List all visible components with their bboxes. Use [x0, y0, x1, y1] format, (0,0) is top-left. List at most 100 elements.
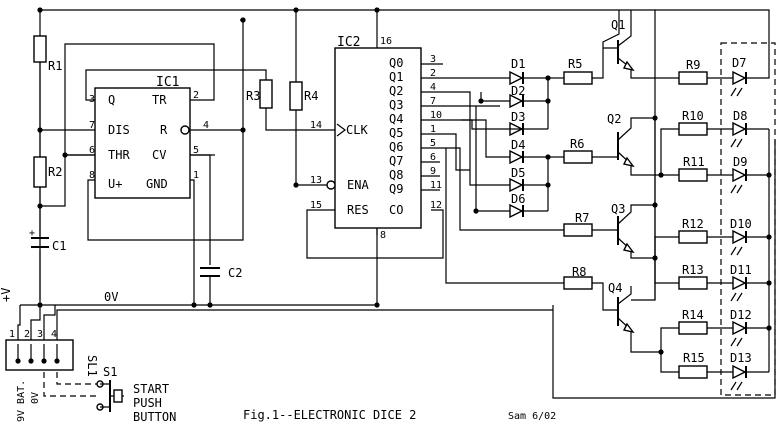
connector-sl1: 1 2 3 4 — [5, 305, 553, 371]
r5-label: R5 — [568, 57, 582, 71]
diode-d4 — [500, 149, 548, 165]
resistor-r4 — [289, 81, 303, 111]
svg-text:CO: CO — [389, 203, 403, 217]
d5-label: D5 — [511, 166, 525, 180]
r1-label: R1 — [48, 59, 62, 73]
led-d11 — [730, 275, 769, 302]
rail-label-ground: 0V — [104, 290, 118, 304]
r10-label: R10 — [682, 109, 704, 123]
ic1-label: IC1 — [156, 75, 179, 90]
switch-caption-1: START — [133, 382, 169, 396]
resistor-r12 — [678, 230, 708, 244]
r7-label: R7 — [575, 211, 589, 225]
resistor-r13 — [678, 276, 708, 290]
svg-text:12: 12 — [430, 200, 442, 211]
resistor-r6 — [563, 150, 593, 164]
d2-label: D2 — [511, 84, 525, 98]
r15-label: R15 — [683, 351, 705, 365]
svg-text:4: 4 — [51, 329, 57, 340]
svg-text:7: 7 — [89, 120, 95, 131]
transistor-q2 — [592, 117, 679, 178]
diode-d2 — [500, 93, 548, 109]
switch-caption-2: PUSH — [133, 396, 162, 410]
svg-text:6: 6 — [430, 152, 436, 163]
q2-label: Q2 — [607, 112, 621, 126]
svg-text:3: 3 — [430, 54, 436, 65]
figure-caption: Fig.1--ELECTRONIC DICE 2 — [243, 408, 416, 422]
resistor-r11 — [678, 168, 708, 182]
d9-label: D9 — [733, 155, 747, 169]
resistor-r2 — [33, 156, 47, 188]
d12-label: D12 — [730, 308, 752, 322]
d1-label: D1 — [511, 57, 525, 71]
diode-d6 — [500, 203, 548, 219]
svg-text:Q7: Q7 — [389, 154, 403, 168]
svg-text:2: 2 — [430, 68, 436, 79]
r2-label: R2 — [48, 165, 62, 179]
resistor-r9 — [678, 71, 708, 85]
svg-text:Q8: Q8 — [389, 168, 403, 182]
resistor-r7 — [563, 223, 593, 237]
c1-label: C1 — [52, 239, 66, 253]
d13-label: D13 — [730, 351, 752, 365]
r11-label: R11 — [683, 155, 705, 169]
svg-text:1: 1 — [430, 124, 436, 135]
resistor-r5 — [563, 71, 593, 85]
svg-text:ENA: ENA — [347, 178, 369, 192]
ic2-output-wires — [421, 63, 564, 284]
switch-s1 — [43, 372, 124, 412]
svg-text:+: + — [29, 228, 35, 239]
r3-label: R3 — [246, 89, 260, 103]
svg-text:5: 5 — [193, 145, 199, 156]
ic2-counter: IC2 16 8 CLK ENA RES 14 13 15 Q0 Q1 Q2 Q… — [310, 7, 442, 241]
diode-d5 — [500, 177, 548, 193]
d3-label: D3 — [511, 110, 525, 124]
svg-text:5: 5 — [430, 138, 436, 149]
svg-text:CLK: CLK — [346, 123, 368, 137]
svg-text:Q3: Q3 — [389, 98, 403, 112]
svg-text:1: 1 — [9, 329, 15, 340]
battery-label: 9V BAT. — [16, 380, 27, 422]
led-d9 — [730, 167, 769, 194]
battery-ground-label: 0V — [30, 392, 41, 404]
capacitor-c1: + — [29, 228, 49, 248]
ic1-pin-q: Q — [108, 93, 115, 107]
svg-text:11: 11 — [430, 180, 442, 191]
rail-label-positive: +V — [0, 288, 13, 302]
s1-label: S1 — [103, 365, 117, 379]
ic1-pin-gnd: GND — [146, 177, 168, 191]
svg-text:8: 8 — [89, 170, 95, 181]
ic1-timer: IC1 Q DIS THR U+ TR R CV GND 3 7 6 8 2 4… — [89, 75, 209, 199]
r14-label: R14 — [682, 308, 704, 322]
svg-text:2: 2 — [193, 90, 199, 101]
ic1-pin-r: R — [160, 123, 168, 137]
d10-label: D10 — [730, 217, 752, 231]
r8-label: R8 — [572, 265, 586, 279]
ic1-pin-cv: CV — [152, 148, 166, 162]
svg-text:1: 1 — [193, 170, 199, 181]
svg-text:Q9: Q9 — [389, 182, 403, 196]
svg-text:16: 16 — [380, 36, 392, 47]
svg-text:Q0: Q0 — [389, 56, 403, 70]
switch-caption-3: BUTTON — [133, 410, 176, 424]
svg-text:6: 6 — [89, 145, 95, 156]
q4-label: Q4 — [608, 281, 622, 295]
ic1-pin-u: U+ — [108, 177, 122, 191]
resistor-r15 — [678, 365, 708, 379]
svg-text:15: 15 — [310, 200, 322, 211]
ic1-pin-thr: THR — [108, 148, 130, 162]
led-d13 — [730, 364, 769, 391]
svg-text:4: 4 — [203, 120, 209, 131]
svg-text:13: 13 — [310, 175, 322, 186]
d6-label: D6 — [511, 192, 525, 206]
transistor-q1 — [592, 10, 679, 79]
ic1-pin-tr: TR — [152, 93, 167, 107]
r6-label: R6 — [570, 137, 584, 151]
svg-text:3: 3 — [37, 329, 43, 340]
svg-text:8: 8 — [380, 230, 386, 241]
svg-text:9: 9 — [430, 166, 436, 177]
svg-text:14: 14 — [310, 120, 322, 131]
resistor-r10 — [678, 122, 708, 136]
author-signature: Sam 6/02 — [508, 411, 556, 422]
